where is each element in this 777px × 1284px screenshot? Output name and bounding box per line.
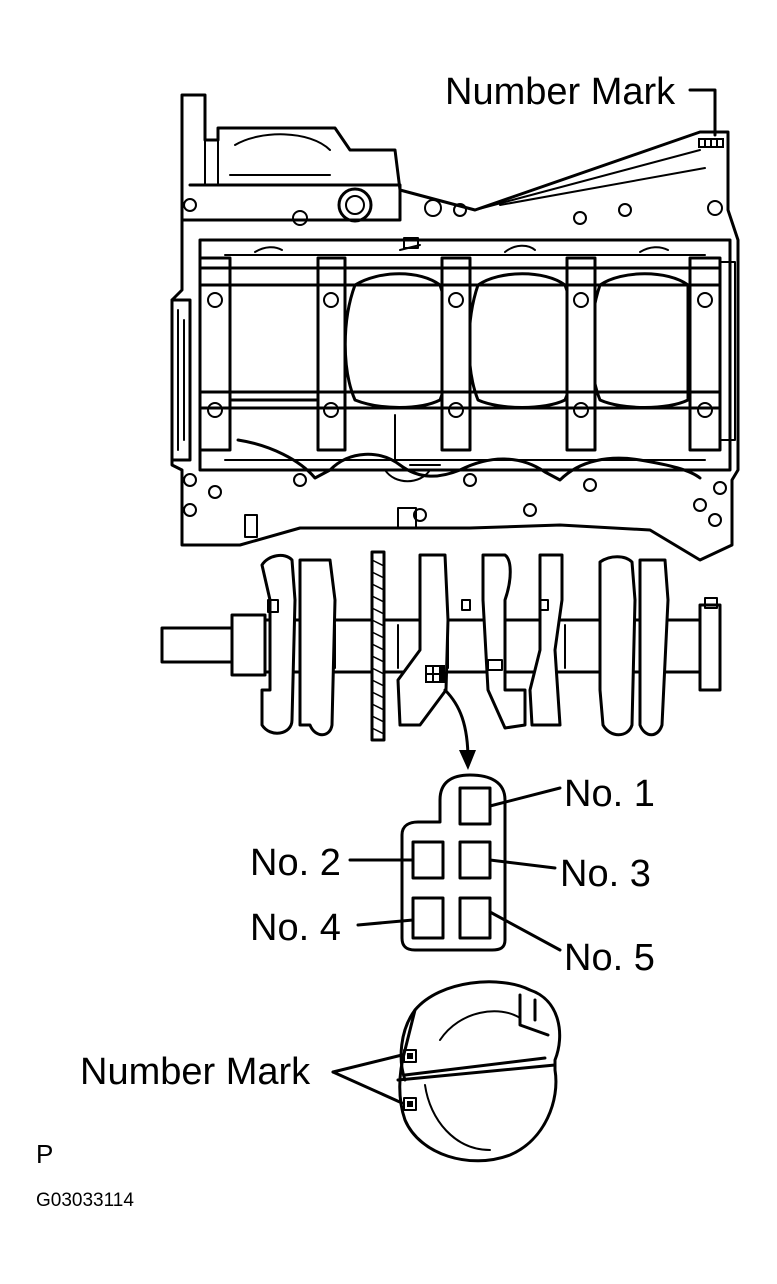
number-mark-top-leader xyxy=(688,88,717,137)
bearing-shell xyxy=(331,980,562,1163)
no4-label: No. 4 xyxy=(250,907,341,949)
no2-label: No. 2 xyxy=(250,842,341,884)
crankshaft xyxy=(160,550,722,742)
no5-label: No. 5 xyxy=(564,937,655,979)
cylinder-block xyxy=(170,93,740,562)
number-mark-detail xyxy=(348,773,562,952)
no3-label: No. 3 xyxy=(560,853,651,895)
number-mark-top-label: Number Mark xyxy=(445,71,676,113)
number-mark-bottom-label: Number Mark xyxy=(80,1051,311,1093)
main-bearing-webs xyxy=(198,256,722,452)
figure-code: G03033114 xyxy=(36,1190,134,1211)
view-letter: P xyxy=(36,1139,53,1169)
no1-label: No. 1 xyxy=(564,773,655,815)
detail-arrow xyxy=(443,688,476,770)
